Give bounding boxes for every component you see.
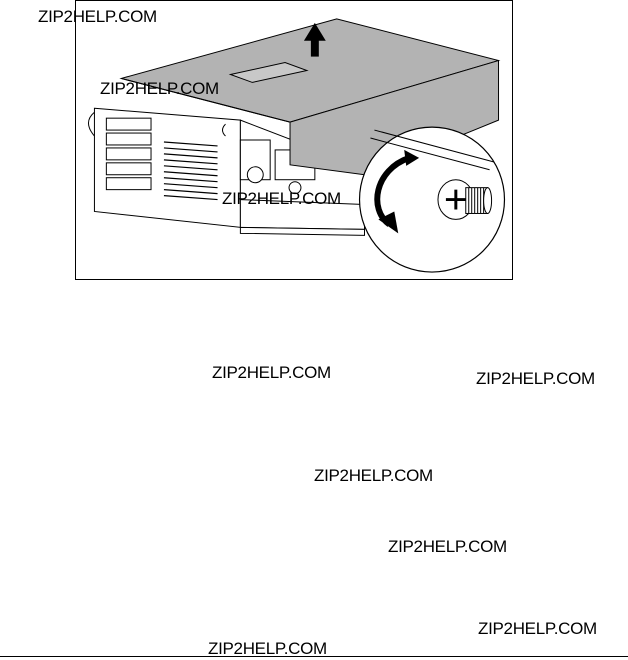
watermark-text: ZIP2HELP.COM xyxy=(478,619,597,638)
page-bottom-rule xyxy=(0,656,628,657)
watermark-text: ZIP2HELP.COM xyxy=(476,369,595,388)
watermark-text: ZIP2HELP.COM xyxy=(208,639,327,658)
watermark-text: ZIP2HELP.COM xyxy=(38,7,157,26)
server-chassis xyxy=(87,107,365,236)
thumbscrew-icon xyxy=(437,179,493,220)
top-cover xyxy=(119,18,501,176)
watermark-text: ZIP2HELP.COM xyxy=(388,537,507,556)
watermark-text: ZIP2HELP.COM xyxy=(100,79,219,98)
watermark-text: ZIP2HELP.COM xyxy=(222,189,341,208)
watermark-text: ZIP2HELP.COM xyxy=(212,363,331,382)
watermark-text: ZIP2HELP.COM xyxy=(314,466,433,485)
server-cover-removal-illustration xyxy=(87,18,506,273)
up-arrow-icon xyxy=(303,22,326,57)
rotate-counterclockwise-icon xyxy=(374,149,420,234)
illustration-frame xyxy=(75,0,513,280)
